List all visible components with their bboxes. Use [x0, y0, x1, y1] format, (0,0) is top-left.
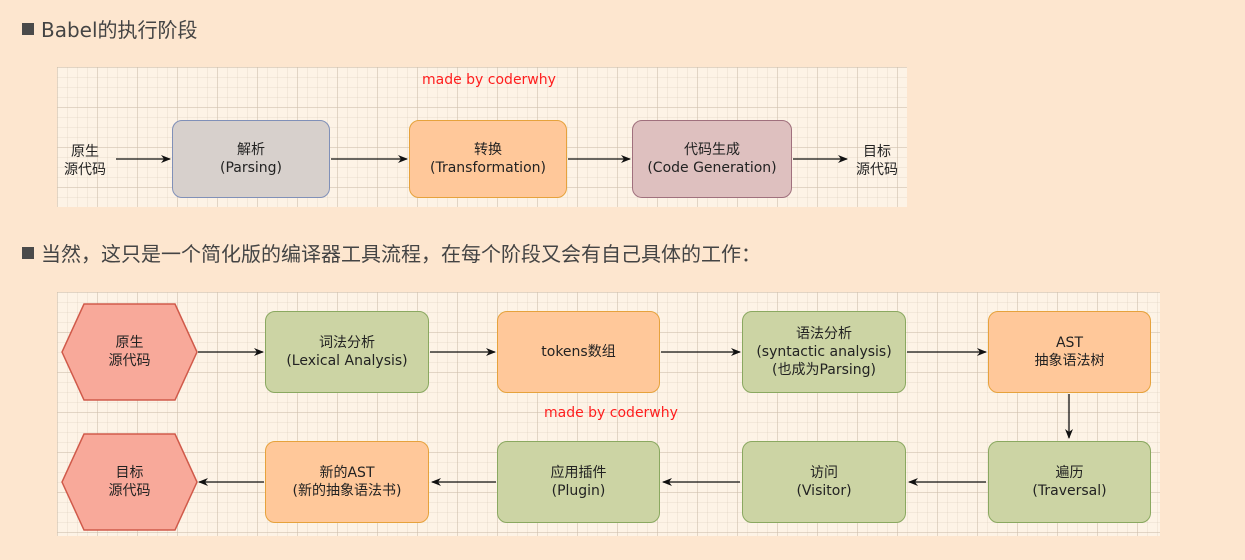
code-generation-step: 代码生成 (Code Generation) [632, 120, 792, 198]
bullet-square-icon [22, 22, 34, 35]
parsing-subtitle: (Parsing) [219, 160, 282, 176]
transformation-step: 转换 (Transformation) [409, 120, 567, 198]
tokens-array-step: tokens数组 [497, 311, 660, 393]
target-hexagon-shape [61, 433, 198, 531]
visitor-title: 访问 [810, 465, 838, 481]
source-line1: 原生 [71, 144, 99, 160]
section1-watermark: made by coderwhy [422, 72, 556, 88]
code-generation-subtitle: (Code Generation) [647, 160, 777, 176]
tokens-title: tokens数组 [541, 344, 616, 360]
plugin-title: 应用插件 [550, 465, 607, 481]
source-hex-line2: 源代码 [108, 353, 151, 369]
syntactic-title: 语法分析 [796, 326, 852, 342]
section2-heading: 当然，这只是一个简化版的编译器工具流程，在每个阶段又会有自己具体的工作： [22, 238, 761, 267]
section1-target-label: 目标 源代码 [849, 143, 905, 179]
target-code-hexagon: 目标 源代码 [62, 434, 197, 530]
transformation-title: 转换 [474, 142, 502, 158]
target-line2: 源代码 [856, 162, 898, 178]
transformation-subtitle: (Transformation) [430, 160, 546, 176]
source-hex-line1: 原生 [115, 335, 144, 351]
new-ast-subtitle: (新的抽象语法书) [292, 483, 402, 499]
traversal-subtitle: (Traversal) [1032, 483, 1107, 499]
code-generation-title: 代码生成 [684, 142, 740, 158]
section2-watermark: made by coderwhy [544, 405, 678, 421]
target-hex-line1: 目标 [115, 465, 144, 481]
syntactic-note: (也成为Parsing) [771, 362, 876, 378]
lexical-title: 词法分析 [319, 335, 375, 351]
traversal-step: 遍历 (Traversal) [988, 441, 1151, 523]
ast-title: AST [1055, 335, 1083, 351]
parsing-step: 解析 (Parsing) [172, 120, 330, 198]
syntactic-subtitle: (syntactic analysis) [756, 344, 892, 360]
ast-step: AST 抽象语法树 [988, 311, 1151, 393]
parsing-title: 解析 [237, 142, 265, 158]
section1-heading: Babel的执行阶段 [22, 14, 198, 43]
lexical-analysis-step: 词法分析 (Lexical Analysis) [265, 311, 429, 393]
new-ast-title: 新的AST [319, 465, 375, 481]
visitor-subtitle: (Visitor) [796, 483, 852, 499]
source-code-hexagon: 原生 源代码 [62, 304, 197, 400]
bullet-square-icon [22, 246, 34, 259]
section1-heading-text: Babel的执行阶段 [41, 18, 198, 42]
visitor-step: 访问 (Visitor) [742, 441, 906, 523]
lexical-subtitle: (Lexical Analysis) [286, 353, 408, 369]
section2-heading-text: 当然，这只是一个简化版的编译器工具流程，在每个阶段又会有自己具体的工作： [41, 242, 761, 266]
new-ast-step: 新的AST (新的抽象语法书) [265, 441, 429, 523]
syntactic-analysis-step: 语法分析 (syntactic analysis) (也成为Parsing) [742, 311, 906, 393]
traversal-title: 遍历 [1055, 465, 1084, 481]
source-line2: 源代码 [64, 162, 106, 178]
plugin-step: 应用插件 (Plugin) [497, 441, 660, 523]
ast-subtitle: 抽象语法树 [1034, 353, 1105, 369]
source-hexagon-shape [61, 303, 198, 401]
section1-source-label: 原生 源代码 [57, 143, 113, 179]
plugin-subtitle: (Plugin) [551, 483, 606, 499]
target-hex-line2: 源代码 [108, 483, 151, 499]
target-line1: 目标 [863, 144, 891, 160]
